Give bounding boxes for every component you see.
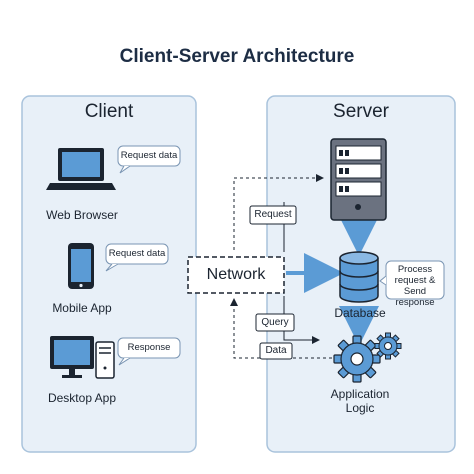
data-label-box (259, 342, 293, 360)
database-label: Database (334, 306, 386, 320)
request-dashed-line (233, 174, 324, 250)
request-label: Request (254, 209, 292, 220)
process-note-bubble (379, 260, 445, 300)
query-label: Query (261, 317, 289, 328)
response-dashed-line (230, 298, 332, 359)
network-box (187, 256, 285, 294)
process-note-text: Process request & Send response (394, 264, 436, 308)
query-line (283, 296, 320, 344)
mobile-app-label: Mobile App (52, 301, 112, 315)
bubble-desktop-text: Response (127, 342, 171, 353)
web-browser-label: Web Browser (46, 208, 118, 222)
data-label: Data (265, 345, 287, 356)
database-icon (339, 251, 379, 303)
smartphone-icon (68, 243, 94, 289)
network-label: Network (206, 266, 266, 283)
bubble-desktop (117, 337, 181, 366)
bubble-web (117, 145, 181, 174)
gear-icon (333, 332, 402, 383)
request-label-box (249, 205, 297, 225)
laptop-icon (46, 148, 116, 190)
desktop-app-label: Desktop App (47, 391, 117, 405)
bubble-mobile (105, 243, 169, 272)
bubble-mobile-text: Request data (108, 248, 166, 259)
bubble-web-text: Request data (120, 150, 178, 161)
server-rack-icon (330, 138, 387, 221)
server-heading: Server (333, 101, 389, 122)
query-label-box (255, 313, 295, 332)
desktop-computer-icon (50, 336, 115, 379)
diagram-title: Client-Server Architecture (119, 46, 355, 67)
application-logic-label: Application Logic (330, 387, 390, 415)
client-heading: Client (84, 101, 134, 122)
